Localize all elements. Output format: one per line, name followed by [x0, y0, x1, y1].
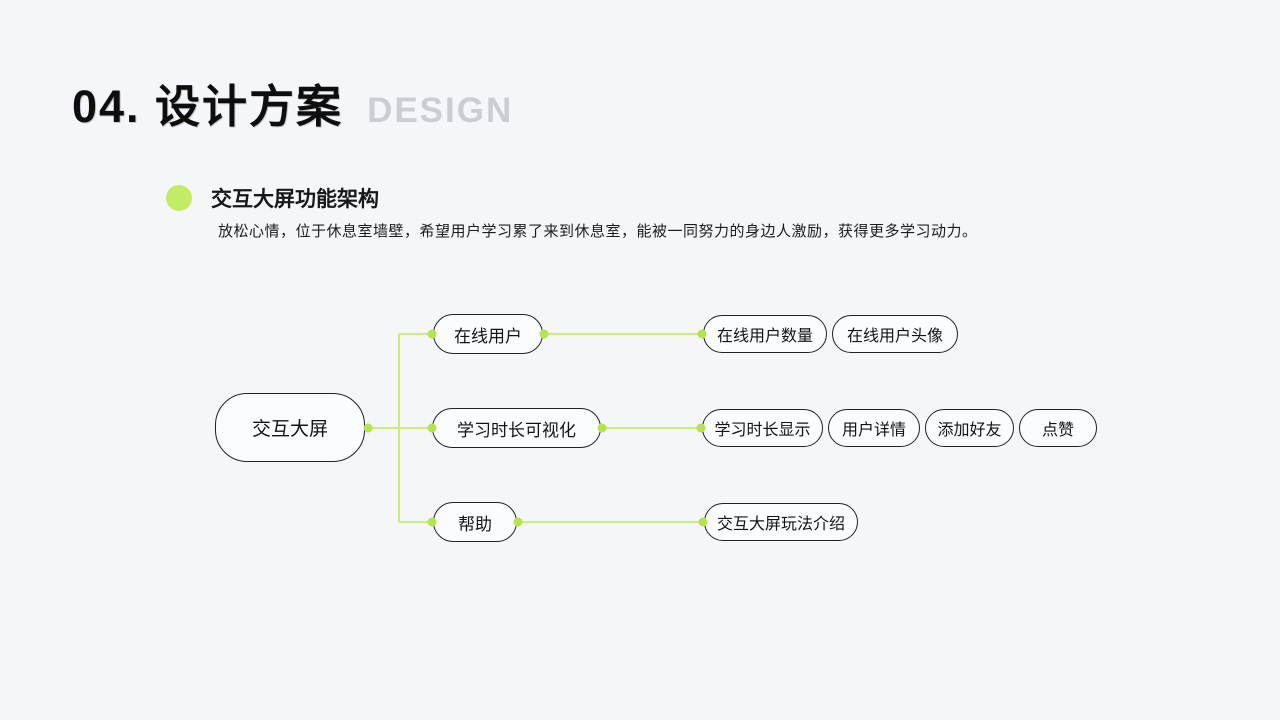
- bullet-dot-icon: [166, 185, 192, 211]
- page-title-en: DESIGN: [367, 91, 514, 130]
- node-online-users: 在线用户: [433, 314, 543, 354]
- node-online-user-count: 在线用户数量: [703, 315, 827, 353]
- node-like: 点赞: [1019, 409, 1097, 447]
- node-screen-howto-intro: 交互大屏玩法介绍: [704, 503, 858, 541]
- node-online-user-avatars: 在线用户头像: [832, 315, 958, 353]
- title-row: 04. 设计方案 DESIGN: [72, 70, 513, 135]
- page-title: 04. 设计方案: [72, 81, 344, 132]
- node-interactive-screen: 交互大屏: [215, 393, 365, 462]
- node-user-details: 用户详情: [828, 409, 920, 447]
- node-help: 帮助: [433, 502, 517, 542]
- section-description: 放松心情，位于休息室墙壁，希望用户学习累了来到休息室，能被一同努力的身边人激励，…: [218, 223, 978, 240]
- section-heading-text: 交互大屏功能架构: [211, 188, 379, 211]
- section-heading: 交互大屏功能架构: [166, 183, 379, 213]
- node-add-friend: 添加好友: [925, 409, 1014, 447]
- node-study-time-display: 学习时长显示: [702, 409, 823, 447]
- node-study-time-visualization: 学习时长可视化: [432, 408, 601, 448]
